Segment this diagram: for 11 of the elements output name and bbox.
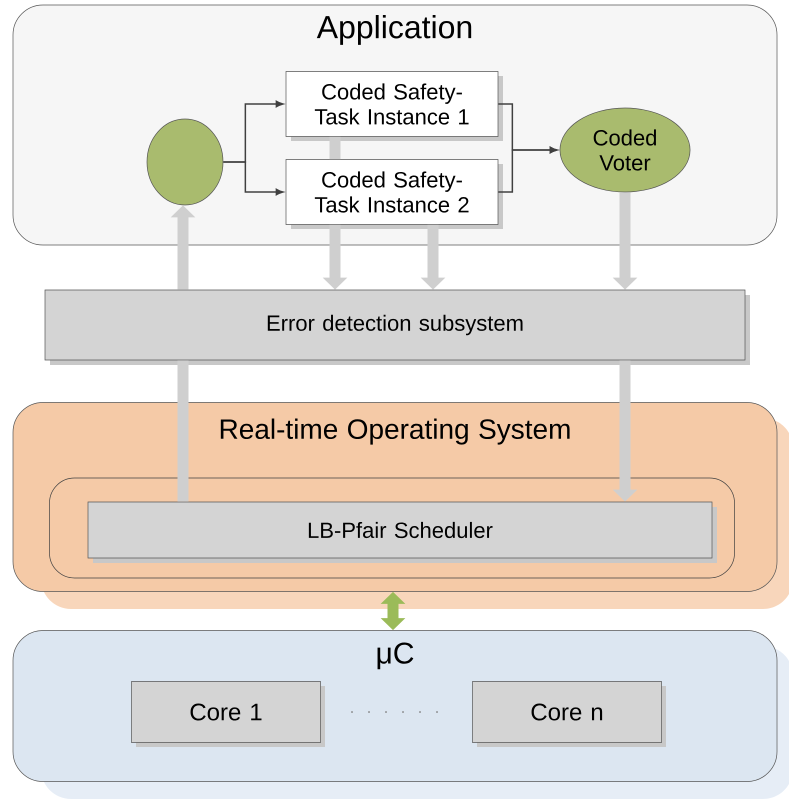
rounded-frame [49,478,735,578]
ellipse-node: Coded Voter [560,108,690,192]
process-box: Core n [472,681,666,747]
arrow [498,146,558,193]
arrow [223,161,284,196]
process-box: Coded Safety-Task Instance 2 [286,159,503,229]
process-box: Coded Safety-Task Instance 1 [286,71,503,141]
ellipse-node [146,118,224,206]
process-box: LB-Pfair Scheduler [88,502,718,563]
process-box: Core 1 [131,681,325,747]
process-box: Error detection subsystem [44,290,750,365]
